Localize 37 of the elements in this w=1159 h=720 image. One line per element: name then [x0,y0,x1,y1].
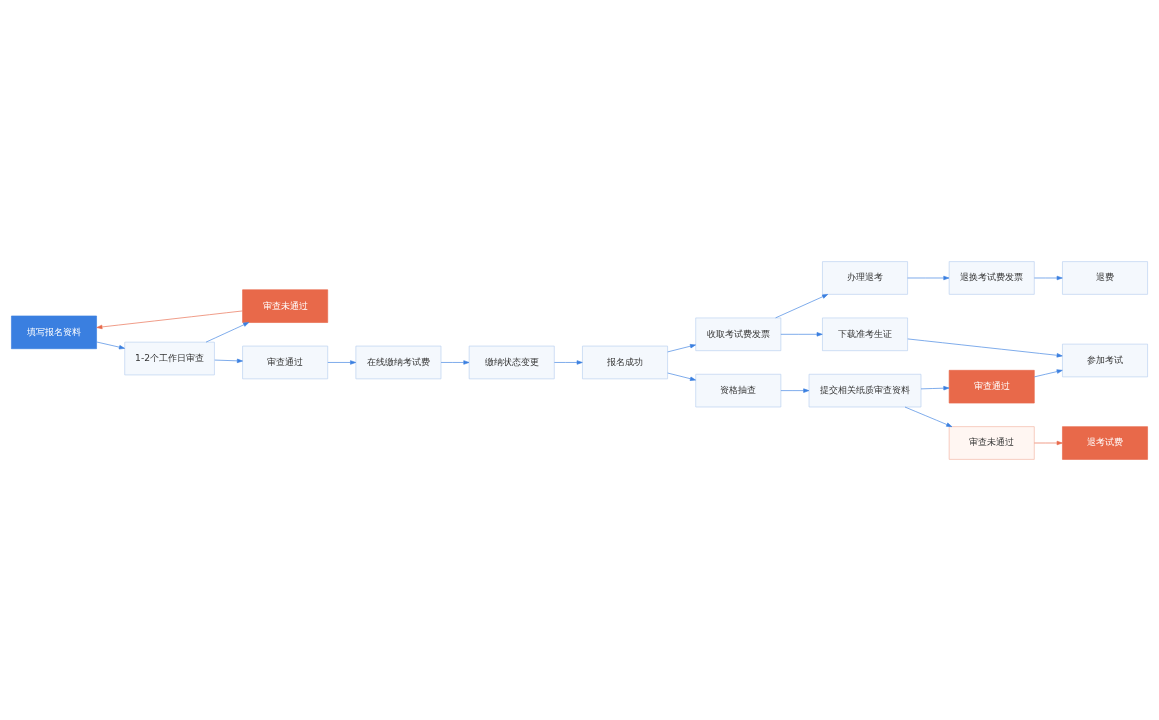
node-box: 审查未通过 [242,288,329,323]
node-box: 填写报名资料 [11,315,97,349]
arrow [667,372,696,381]
node-box: 提交相关纸质审查资料 [808,373,922,407]
node-box: 审查通过 [948,369,1035,403]
arrow [920,385,950,390]
arrow [96,341,125,349]
arrow [214,358,243,363]
node-box: 审查通过 [242,345,329,379]
arrow [327,359,357,365]
node-box: 参加考试 [1062,343,1148,377]
arrow [667,343,696,352]
arrow [1034,368,1063,377]
arrow [1034,275,1063,280]
node-box: 报名成功 [582,345,668,379]
arrow [440,359,470,365]
node-box: 办理退考 [822,260,908,295]
node-box: 下载准考生证 [822,317,908,351]
node-box: 退考试费 [1062,425,1148,460]
node-box: 退费 [1062,260,1148,295]
arrow [775,293,829,318]
arrow [904,406,953,427]
arrow [205,321,250,342]
arrow [96,310,243,329]
node-box: 收取考试费发票 [695,317,782,351]
arrow [780,331,823,336]
arrow [780,387,810,393]
node-box: 缴纳状态变更 [468,345,555,379]
arrow [1034,440,1063,445]
node-box: 1-2个工作日审查 [124,341,215,375]
node-box: 审查未通过 [948,425,1035,460]
arrow [907,275,950,280]
node-box: 退换考试费发票 [948,260,1035,295]
node-box: 在线缴纳考试费 [355,345,442,379]
arrow [554,359,583,365]
node-box: 资格抽查 [695,373,782,407]
arrow [907,338,1063,357]
